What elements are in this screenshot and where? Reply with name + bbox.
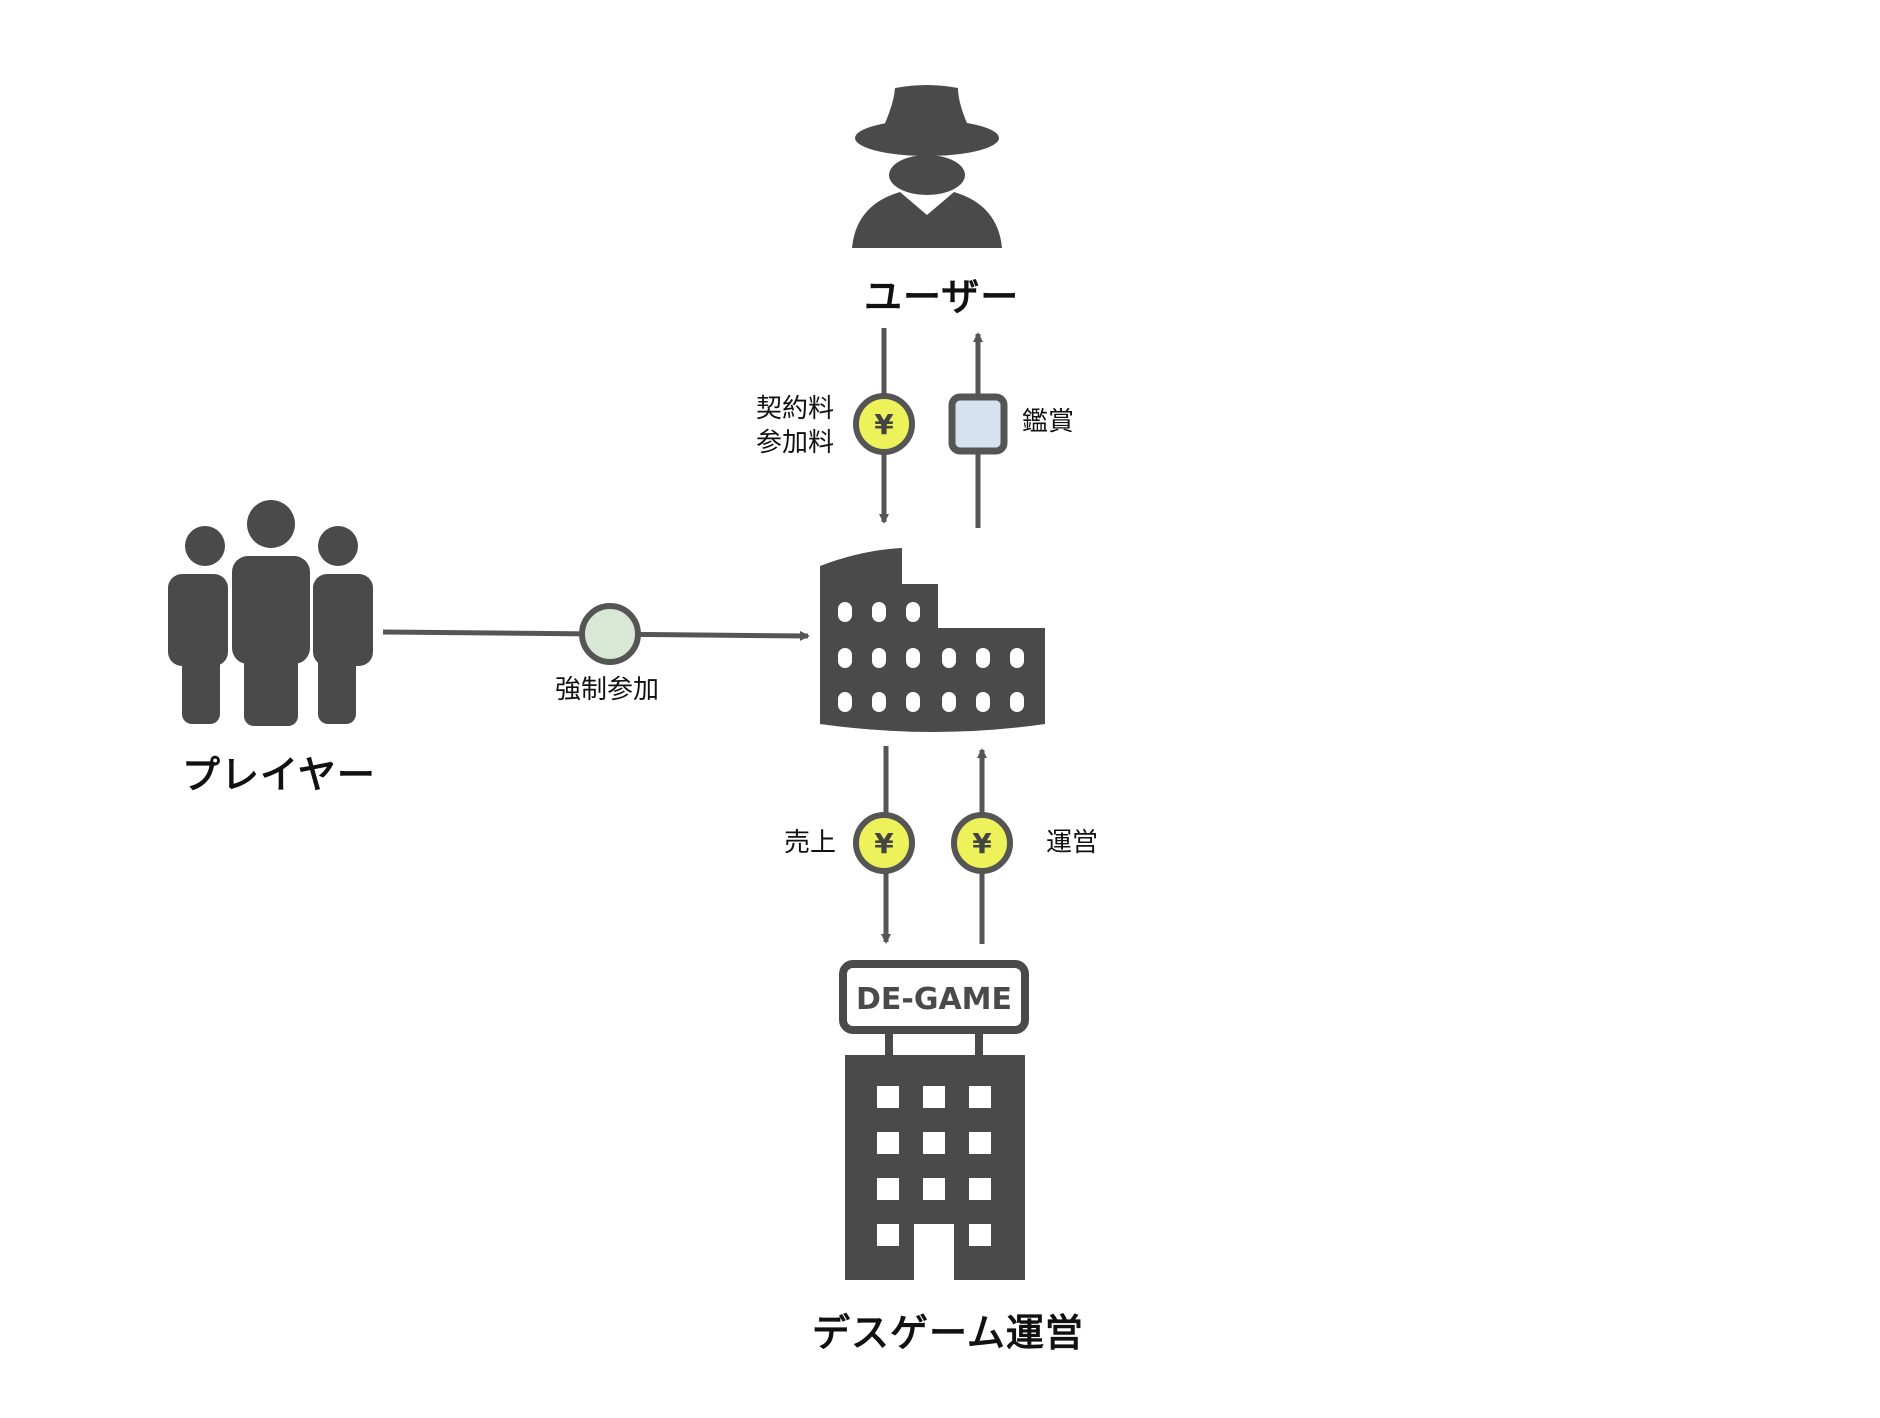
company-label: デスゲーム運営	[812, 1311, 1084, 1355]
yen-coin-sales: ¥	[853, 812, 915, 874]
svg-text:¥: ¥	[874, 408, 894, 441]
forced-participation-label: 強制参加	[555, 675, 660, 705]
svg-text:¥: ¥	[972, 827, 992, 860]
players-icon	[168, 500, 373, 726]
spy-icon	[852, 85, 1002, 248]
participation-token	[579, 603, 641, 665]
contract-fee-line-1: 契約料	[756, 394, 835, 424]
company-building-icon: DE-GAME	[839, 960, 1029, 1280]
yen-coin-operation: ¥	[951, 812, 1013, 874]
svg-text:¥: ¥	[874, 827, 894, 860]
yen-coin-contract-fee: ¥	[853, 393, 915, 455]
operation-label: 運営	[1046, 828, 1099, 858]
contract-fee-line-2: 参加料	[756, 428, 835, 458]
viewing-label: 鑑賞	[1022, 407, 1075, 437]
contract-fee-label: 契約料 参加料	[756, 392, 834, 460]
sales-label: 売上	[784, 828, 837, 858]
viewing-token	[948, 393, 1008, 455]
user-label: ユーザー	[864, 275, 1020, 319]
company-sign-text: DE-GAME	[856, 982, 1012, 1017]
company-sign-board	[839, 960, 1029, 1034]
colosseum-icon	[820, 548, 1045, 732]
player-label: プレイヤー	[182, 753, 376, 797]
